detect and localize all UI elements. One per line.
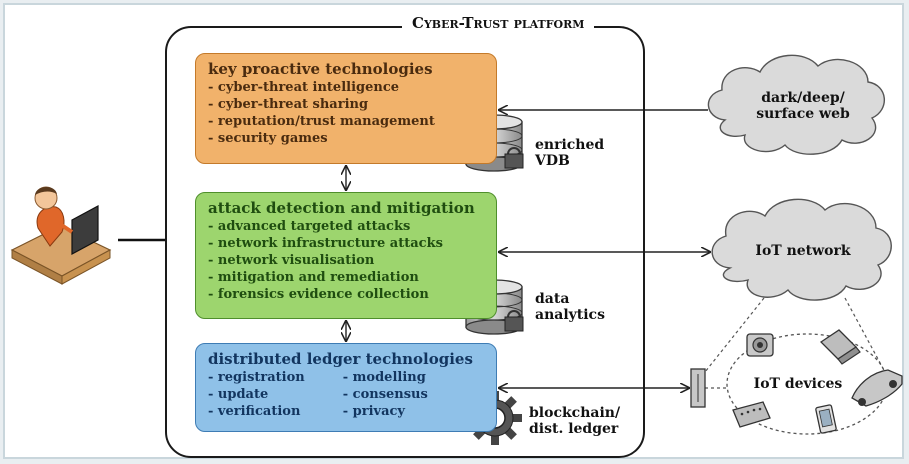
list-item: registration xyxy=(208,369,305,386)
user-icon xyxy=(10,186,112,285)
vdb-label-line2: VDB xyxy=(535,153,570,169)
ledger-right-list: modelling consensus privacy xyxy=(343,369,428,420)
smartphone-icon xyxy=(815,404,837,434)
iot-network-label: IoT network xyxy=(755,243,851,259)
ledger-title: distributed ledger technologies xyxy=(208,350,473,368)
list-item: security games xyxy=(208,130,484,147)
camera-icon xyxy=(746,333,774,357)
list-item: network infrastructure attacks xyxy=(208,235,484,252)
list-item: update xyxy=(208,386,305,403)
web-cloud-label-line2: surface web xyxy=(756,106,850,122)
car-icon xyxy=(851,369,903,407)
gateway-icon xyxy=(690,368,706,408)
router-icon xyxy=(732,401,771,428)
proactive-title: key proactive technologies xyxy=(208,60,433,78)
blockchain-label: blockchain/ dist. ledger xyxy=(529,405,620,437)
iot-devices-label: IoT devices xyxy=(753,376,843,392)
laptop-icon xyxy=(819,329,861,365)
list-item: verification xyxy=(208,403,305,420)
blockchain-label-line2: dist. ledger xyxy=(529,421,619,437)
web-cloud-label-line1: dark/deep/ xyxy=(761,90,845,106)
ledger-left-list: registration update verification xyxy=(208,369,305,420)
analytics-label: data analytics xyxy=(535,291,605,323)
list-item: privacy xyxy=(343,403,428,420)
proactive-list: cyber-threat intelligence cyber-threat s… xyxy=(208,79,484,147)
list-item: cyber-threat sharing xyxy=(208,96,484,113)
analytics-label-line2: analytics xyxy=(535,307,605,323)
vdb-label-line1: enriched xyxy=(535,137,605,153)
web-cloud xyxy=(707,54,886,155)
list-item: forensics evidence collection xyxy=(208,286,484,303)
detection-list: advanced targeted attacks network infras… xyxy=(208,218,484,303)
web-cloud-label: dark/deep/ surface web xyxy=(756,90,850,122)
analytics-label-line1: data xyxy=(535,291,570,307)
iot-cloud xyxy=(711,198,892,301)
blockchain-label-line1: blockchain/ xyxy=(529,405,621,421)
list-item: reputation/trust management xyxy=(208,113,484,130)
list-item: consensus xyxy=(343,386,428,403)
list-item: modelling xyxy=(343,369,428,386)
ledger-columns: registration update verification modelli… xyxy=(208,369,484,420)
attack-detection-box: attack detection and mitigation advanced… xyxy=(195,192,497,319)
proactive-technologies-box: key proactive technologies cyber-threat … xyxy=(195,53,497,164)
list-item: network visualisation xyxy=(208,252,484,269)
platform-title: Cyber-Trust platform xyxy=(402,12,595,34)
ledger-technologies-box: distributed ledger technologies registra… xyxy=(195,343,497,432)
list-item: cyber-threat intelligence xyxy=(208,79,484,96)
vdb-label: enriched VDB xyxy=(535,137,604,169)
list-item: advanced targeted attacks xyxy=(208,218,484,235)
list-item: mitigation and remediation xyxy=(208,269,484,286)
detection-title: attack detection and mitigation xyxy=(208,199,475,217)
